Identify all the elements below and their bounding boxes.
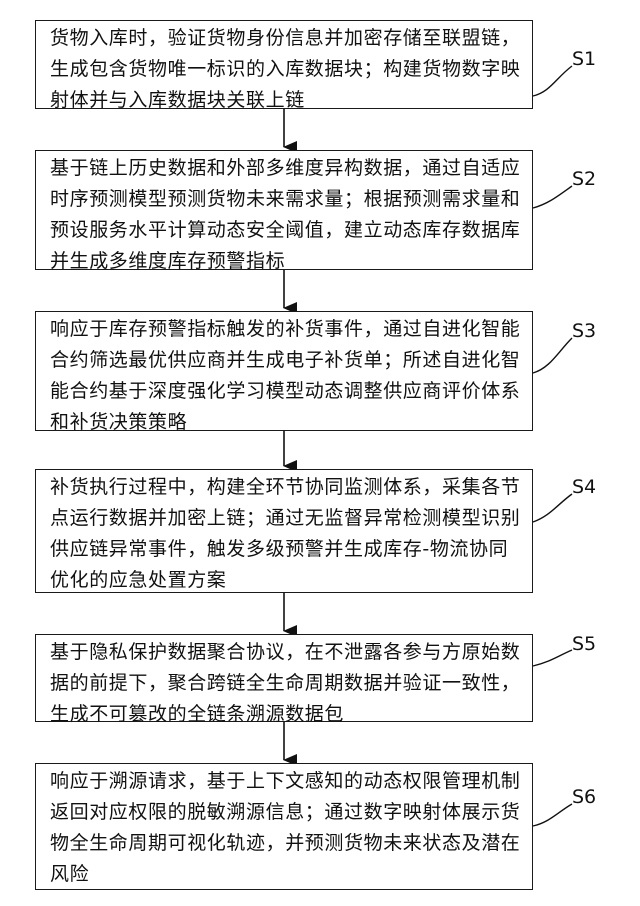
- step-text-s5: 基于隐私保护数据聚合协议，在不泄露各参与方原始数据的前提下，聚合跨链全生命周期数…: [50, 637, 522, 730]
- step-text-s6: 响应于溯源请求，基于上下文感知的动态权限管理机制返回对应权限的脱敏溯源信息；通过…: [50, 766, 522, 890]
- leader-s2: [533, 186, 572, 208]
- step-box-s6: 响应于溯源请求，基于上下文感知的动态权限管理机制返回对应权限的脱敏溯源信息；通过…: [35, 763, 533, 890]
- step-box-s5: 基于隐私保护数据聚合协议，在不泄露各参与方原始数据的前提下，聚合跨链全生命周期数…: [35, 634, 533, 722]
- leader-s1: [533, 66, 572, 96]
- step-label-s4: S4: [572, 476, 596, 498]
- leader-s3: [533, 338, 572, 373]
- step-label-s1: S1: [572, 48, 596, 70]
- step-text-s1: 货物入库时，验证货物身份信息并加密存储至联盟链，生成包含货物唯一标识的入库数据块…: [50, 23, 522, 116]
- step-label-s6: S6: [572, 786, 596, 808]
- step-text-s2: 基于链上历史数据和外部多维度异构数据，通过自适应时序预测模型预测货物未来需求量；…: [50, 153, 522, 277]
- step-label-s2: S2: [572, 168, 596, 190]
- step-label-s3: S3: [572, 320, 596, 342]
- leader-s6: [533, 804, 572, 826]
- step-label-s5: S5: [572, 633, 596, 655]
- step-box-s4: 补货执行过程中，构建全环节协同监测体系，采集各节点运行数据并加密上链；通过无监督…: [35, 469, 533, 593]
- step-text-s4: 补货执行过程中，构建全环节协同监测体系，采集各节点运行数据并加密上链；通过无监督…: [50, 472, 522, 596]
- step-text-s3: 响应于库存预警指标触发的补货事件，通过自进化智能合约筛选最优供应商并生成电子补货…: [50, 314, 522, 438]
- step-box-s3: 响应于库存预警指标触发的补货事件，通过自进化智能合约筛选最优供应商并生成电子补货…: [35, 311, 533, 431]
- leader-s5: [533, 650, 572, 666]
- step-box-s1: 货物入库时，验证货物身份信息并加密存储至联盟链，生成包含货物唯一标识的入库数据块…: [35, 20, 533, 109]
- leader-s4: [533, 494, 572, 522]
- step-box-s2: 基于链上历史数据和外部多维度异构数据，通过自适应时序预测模型预测货物未来需求量；…: [35, 150, 533, 270]
